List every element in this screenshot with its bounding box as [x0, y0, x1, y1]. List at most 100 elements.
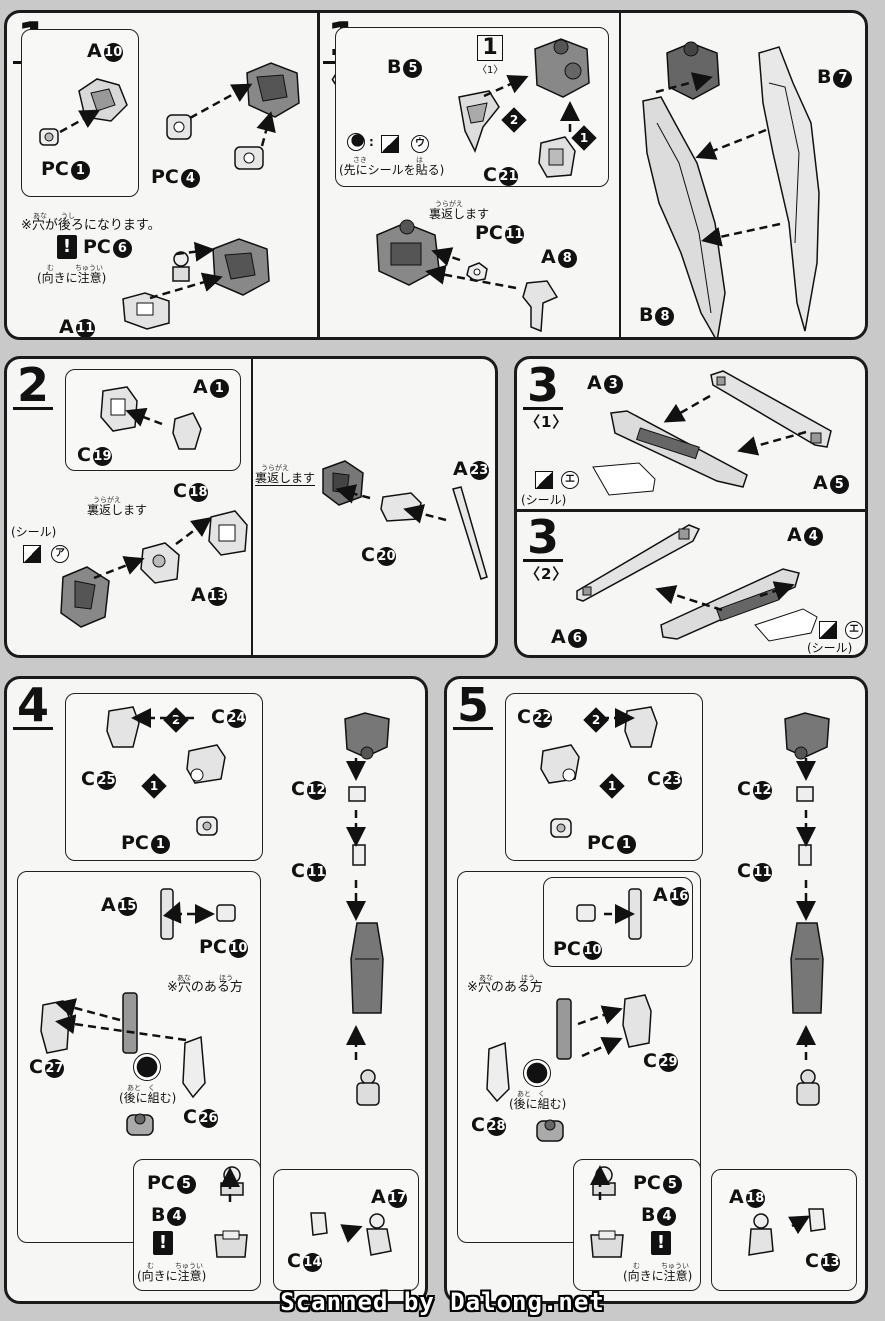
sticker-chip-icon [23, 545, 41, 563]
head-part-illustration [78, 78, 128, 122]
c11-part-illustration [798, 844, 812, 866]
c18-part-illustration [208, 510, 248, 556]
step-1-panel: 1 〈1〉 A10 PC1 PC4 あな うし ※穴が後ろになります。 ! PC… [4, 10, 868, 340]
c21-part-illustration [538, 136, 576, 178]
note-sticker-first: (先にシールを貼る) [339, 163, 445, 177]
step-number: 4 [13, 682, 53, 730]
sticker-icon [133, 1053, 161, 1081]
divider [619, 13, 621, 337]
note-orientation: (向きに注意) [623, 1269, 693, 1283]
ruby-text: む ちゅうい [633, 1262, 689, 1270]
sticker-mark-a: ア [51, 545, 69, 563]
elbow-joint-illustration [356, 1069, 380, 1106]
sticker-chip-icon [381, 135, 399, 153]
sticker-chip-icon [535, 471, 553, 489]
divider [517, 509, 865, 512]
joint-block-illustration [536, 1119, 564, 1142]
pc10-part-illustration [216, 904, 236, 922]
joint-part-illustration [234, 146, 264, 170]
a16-part-illustration [628, 888, 642, 940]
ruby-text: む ちゅうい [147, 1262, 203, 1270]
divider [317, 13, 320, 337]
b4-part-illustration [590, 1230, 624, 1258]
c19-part-illustration [100, 386, 138, 432]
b4-part-illustration [214, 1230, 248, 1258]
order-marker-2: 2 [583, 707, 609, 733]
sticker-mark-u: ウ [411, 135, 429, 153]
a5-rail-illustration [710, 370, 832, 448]
ball-joint-illustration [172, 251, 190, 282]
reference-substep: 〈1〉 [477, 65, 504, 76]
note-orientation: (向きに注意) [137, 1269, 207, 1283]
joint-part-illustration [166, 114, 192, 140]
order-marker-2: 2 [501, 107, 527, 133]
c27-part-illustration [40, 1000, 70, 1054]
pc5-part-illustration [592, 1166, 616, 1196]
colon-text: : [369, 135, 374, 149]
divider [251, 359, 253, 655]
head-assembled-illustration [212, 238, 270, 296]
pc10-part-illustration [576, 904, 596, 922]
note-sticker: (シール) [521, 493, 567, 507]
pc5-part-illustration [220, 1166, 244, 1196]
head-flipped-illustration [376, 219, 440, 286]
head-shell-illustration [60, 566, 110, 628]
note-hole-side: ※穴のある方 [167, 980, 243, 995]
a23-antenna-illustration [452, 486, 488, 580]
scan-credit: Scanned by Dalong.net [280, 1288, 605, 1316]
forearm-illustration [350, 922, 384, 1014]
ruby-text: うらがえ [261, 464, 289, 472]
c25-part-illustration [106, 706, 140, 748]
forearm-illustration [790, 922, 824, 1014]
head-assembled-illustration [534, 38, 590, 98]
a13-part-illustration [140, 542, 180, 584]
joint-block-illustration [126, 1113, 154, 1136]
step-number: 3 [523, 362, 563, 410]
b8-armor-illustration [642, 96, 726, 337]
a11-part-illustration [122, 292, 170, 330]
step-number: 3 [523, 514, 563, 562]
c11-part-illustration [352, 844, 366, 866]
order-marker-1: 1 [141, 773, 167, 799]
c12-part-illustration [348, 786, 366, 802]
hand-block-illustration [344, 712, 390, 760]
ruby-text: うらがえ [93, 496, 121, 504]
hand-block-illustration [784, 712, 830, 760]
step-reference: 1 〈1〉 [477, 35, 503, 76]
sticker-mark-e: エ [561, 471, 579, 489]
sticker-icon [347, 133, 365, 151]
reference-step-number: 1 [477, 35, 503, 61]
ruby-text: さき は [353, 156, 423, 164]
